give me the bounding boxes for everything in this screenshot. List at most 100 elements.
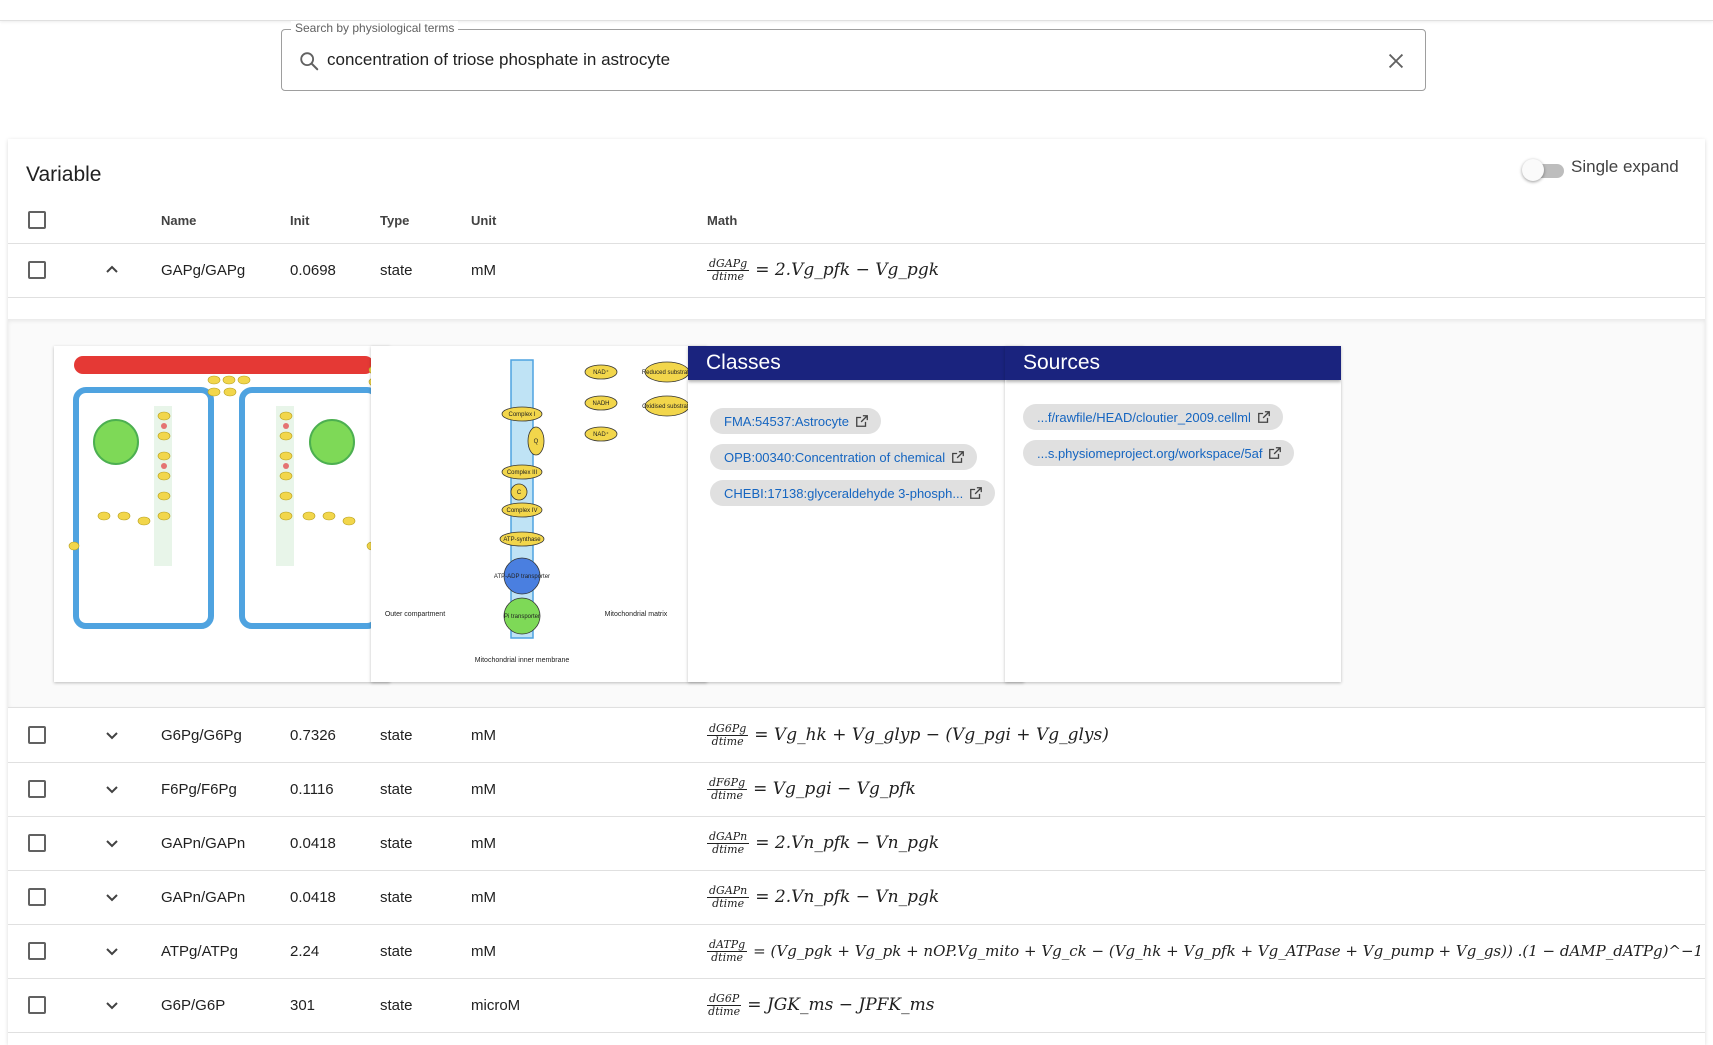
row-checkbox[interactable]: [28, 888, 46, 906]
single-expand-toggle[interactable]: [1522, 157, 1566, 183]
chevron-down-icon[interactable]: [100, 993, 124, 1017]
row-type: state: [380, 942, 413, 960]
row-type: state: [380, 834, 413, 852]
row-name: ATPg/ATPg: [161, 942, 238, 960]
row-checkbox[interactable]: [28, 996, 46, 1014]
sources-title: Sources: [1005, 346, 1341, 380]
variable-card: Variable Single expand Name Init Type Un…: [8, 139, 1705, 1045]
row-checkbox[interactable]: [28, 834, 46, 852]
row-checkbox[interactable]: [28, 261, 46, 279]
astrocyte-diagram[interactable]: [54, 346, 390, 682]
class-chip[interactable]: FMA:54537:Astrocyte: [710, 408, 881, 434]
math-numerator: dG6P: [707, 991, 742, 1006]
math-rhs: = JGK_ms − JPFK_ms: [747, 995, 935, 1015]
header-name[interactable]: Name: [161, 212, 197, 228]
top-bar: [0, 0, 1713, 21]
chevron-down-icon[interactable]: [100, 723, 124, 747]
label-atp-synthase: ATP-synthase: [503, 537, 541, 543]
label-atp-adp: ATP-ADP transporter: [494, 574, 550, 580]
row-type: state: [380, 780, 413, 798]
math-denominator: dtime: [712, 842, 745, 856]
label-nad-plus-2: NAD⁺: [593, 431, 609, 438]
source-chip[interactable]: ...f/rawfile/HEAD/cloutier_2009.cellml: [1023, 404, 1283, 430]
search-input[interactable]: [327, 44, 1357, 76]
chip-label: FMA:54537:Astrocyte: [724, 413, 849, 429]
math-numerator: dGAPn: [707, 883, 750, 898]
chip-label: ...s.physiomeproject.org/workspace/5af: [1037, 445, 1263, 461]
row-checkbox[interactable]: [28, 780, 46, 798]
row-checkbox[interactable]: [28, 726, 46, 744]
chip-label: ...f/rawfile/HEAD/cloutier_2009.cellml: [1037, 409, 1251, 425]
table-header: Name Init Type Unit Math: [8, 197, 1705, 244]
header-unit[interactable]: Unit: [471, 212, 497, 228]
header-type[interactable]: Type: [380, 212, 410, 228]
math-rhs: = 2.Vn_pfk − Vn_pgk: [755, 833, 940, 853]
row-unit: mM: [471, 834, 496, 852]
class-chip[interactable]: OPB:00340:Concentration of chemical: [710, 444, 978, 470]
row-unit: microM: [471, 996, 521, 1014]
open-in-new-icon: [952, 451, 965, 463]
classes-title: Classes: [688, 346, 1024, 380]
chevron-down-icon[interactable]: [100, 939, 124, 963]
row-checkbox[interactable]: [28, 942, 46, 960]
label-complex-3: Complex III: [507, 470, 538, 476]
label-nad-plus: NAD⁺: [593, 369, 609, 376]
row-name: G6Pg/G6Pg: [161, 726, 242, 744]
label-cyt-c: C: [517, 490, 522, 496]
chevron-down-icon[interactable]: [100, 831, 124, 855]
math-rhs: = 2.Vg_pfk − Vg_pgk: [755, 260, 939, 280]
row-unit: mM: [471, 261, 496, 279]
row-name: F6Pg/F6Pg: [161, 780, 237, 798]
chip-label: CHEBI:17138:glyceraldehyde 3-phosph...: [724, 485, 964, 501]
math-numerator: dF6Pg: [707, 775, 748, 790]
row-name: G6P/G6P: [161, 996, 226, 1014]
label-mitochondrial-matrix: Mitochondrial matrix: [605, 611, 668, 618]
row-init: 301: [290, 996, 316, 1014]
chevron-down-icon[interactable]: [100, 885, 124, 909]
math-rhs: = 2.Vn_pfk − Vn_pgk: [755, 887, 940, 907]
header-init[interactable]: Init: [290, 212, 310, 228]
header-math[interactable]: Math: [707, 212, 738, 228]
close-icon[interactable]: [1385, 50, 1407, 72]
math-denominator: dtime: [711, 734, 744, 748]
row-name: GAPg/GAPg: [161, 261, 246, 279]
math-denominator: dtime: [712, 896, 745, 910]
row-type: state: [380, 996, 413, 1014]
class-chip[interactable]: CHEBI:17138:glyceraldehyde 3-phosph...: [710, 480, 996, 506]
row-init: 0.0698: [290, 261, 336, 279]
row-init: 0.0418: [290, 888, 336, 906]
row-type: state: [380, 726, 413, 744]
source-chip[interactable]: ...s.physiomeproject.org/workspace/5af: [1023, 440, 1295, 466]
astrocyte-diagram-image: [54, 346, 390, 682]
math-rhs: = (Vg_pgk + Vg_pk + nOP.Vg_mito + Vg_ck …: [753, 942, 1704, 960]
search-field[interactable]: Search by physiological terms: [281, 21, 1426, 91]
label-complex-4: Complex IV: [506, 508, 537, 514]
math-numerator: dGAPg: [707, 256, 750, 271]
row-init: 0.0418: [290, 834, 336, 852]
math-rhs: = Vg_pgi − Vg_pfk: [753, 779, 916, 799]
mitochondria-diagram-image: NAD⁺ NADH NAD⁺ Reduced substrate Oxidise…: [371, 346, 707, 682]
label-outer-compartment: Outer compartment: [385, 611, 445, 618]
row-unit: mM: [471, 726, 496, 744]
row-detail-panel: NAD⁺ NADH NAD⁺ Reduced substrate Oxidise…: [8, 319, 1705, 708]
row-name: GAPn/GAPn: [161, 888, 246, 906]
chevron-down-icon[interactable]: [100, 777, 124, 801]
math-numerator: dGAPn: [707, 829, 750, 844]
mitochondria-diagram[interactable]: NAD⁺ NADH NAD⁺ Reduced substrate Oxidise…: [371, 346, 707, 682]
chevron-up-icon[interactable]: [100, 258, 124, 282]
select-all-checkbox[interactable]: [28, 211, 46, 229]
chip-label: OPB:00340:Concentration of chemical: [724, 449, 946, 465]
row-init: 0.7326: [290, 726, 336, 744]
